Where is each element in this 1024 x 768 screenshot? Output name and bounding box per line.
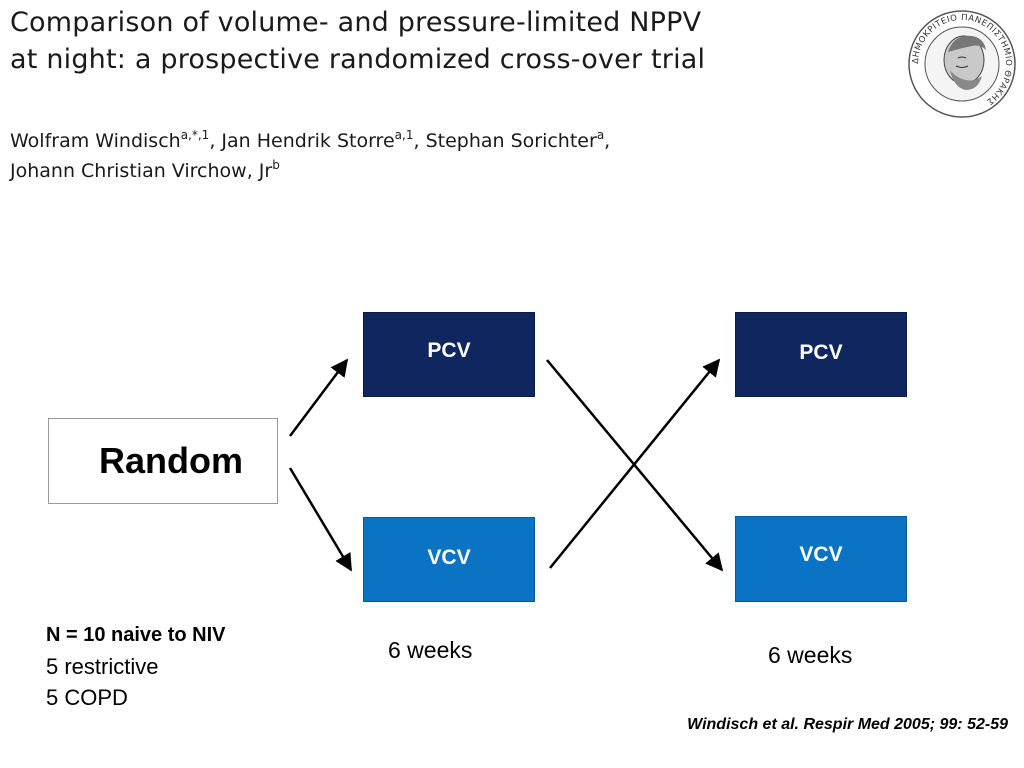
arm1-pcv-box: PCV — [363, 312, 535, 397]
arm1-vcv-box: VCV — [363, 517, 535, 602]
random-box: Random — [48, 418, 278, 504]
cohort-info: N = 10 naive to NIV 5 restrictive 5 COPD — [46, 620, 226, 713]
arrow-random-to-vcv — [288, 467, 353, 572]
arrow-vcv-to-pcv — [549, 358, 721, 569]
cohort-copd: 5 COPD — [46, 685, 128, 710]
author-line-2: Johann Christian Virchow, Jrb — [10, 156, 870, 186]
arm2-vcv-label: VCV — [799, 543, 843, 566]
arm1-vcv-label: VCV — [427, 546, 471, 569]
slide-title: Comparison of volume- and pressure-limit… — [10, 4, 870, 78]
author-separator: , — [209, 130, 222, 152]
author-affiliation: b — [272, 158, 280, 172]
author-affiliation: a,*,1 — [180, 128, 210, 142]
title-line-2: at night: a prospective randomized cross… — [10, 44, 706, 75]
cohort-restrictive: 5 restrictive — [46, 654, 159, 679]
author-list: Wolfram Windischa,*,1, Jan Hendrik Storr… — [10, 126, 870, 186]
author-name: Johann Christian Virchow, Jr — [10, 160, 273, 182]
author-line-1: Wolfram Windischa,*,1, Jan Hendrik Storr… — [10, 126, 870, 156]
author-name: Stephan Sorichter — [425, 130, 597, 152]
author-separator: , — [604, 130, 611, 152]
cohort-size: N = 10 naive to NIV — [46, 624, 226, 646]
arm2-pcv-label: PCV — [799, 341, 843, 364]
author-name: Wolfram Windisch — [10, 130, 181, 152]
arm1-pcv-label: PCV — [427, 339, 471, 362]
arrow-random-to-pcv — [289, 358, 349, 437]
author-separator: , — [413, 130, 426, 152]
author-affiliation: a — [596, 128, 605, 142]
period1-duration: 6 weeks — [388, 637, 473, 663]
author-affiliation: a,1 — [394, 128, 414, 142]
arrow-pcv-to-vcv — [546, 359, 724, 572]
title-line-1: Comparison of volume- and pressure-limit… — [10, 7, 702, 38]
university-seal-icon: ΔΗΜΟΚΡΙΤΕΙΟ ΠΑΝΕΠΙΣΤΗΜΙΟ ΘΡΑΚΗΣ — [908, 10, 1016, 118]
arm2-pcv-box: PCV — [735, 312, 907, 397]
random-label: Random — [99, 440, 243, 481]
citation: Windisch et al. Respir Med 2005; 99: 52-… — [687, 716, 1008, 733]
arm2-vcv-box: VCV — [735, 516, 907, 602]
period2-duration: 6 weeks — [768, 642, 853, 668]
author-name: Jan Hendrik Storre — [221, 130, 395, 152]
